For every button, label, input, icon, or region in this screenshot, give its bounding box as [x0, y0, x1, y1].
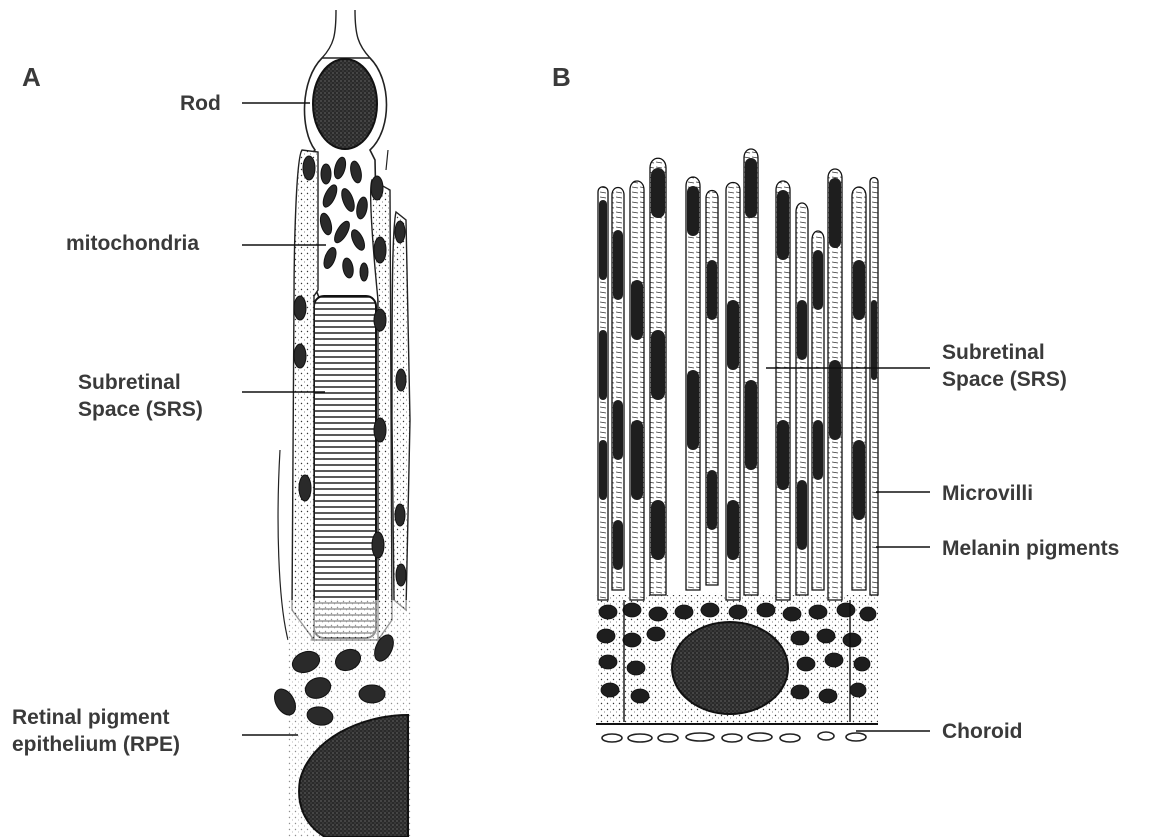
panel-b-drawing: [596, 149, 930, 742]
rod-nucleus: [313, 59, 377, 149]
panel-a-drawing: [242, 10, 412, 837]
rod-outer-segment: [314, 296, 376, 638]
rpe-nucleus-b: [672, 622, 788, 714]
choroid-band: [602, 732, 866, 742]
